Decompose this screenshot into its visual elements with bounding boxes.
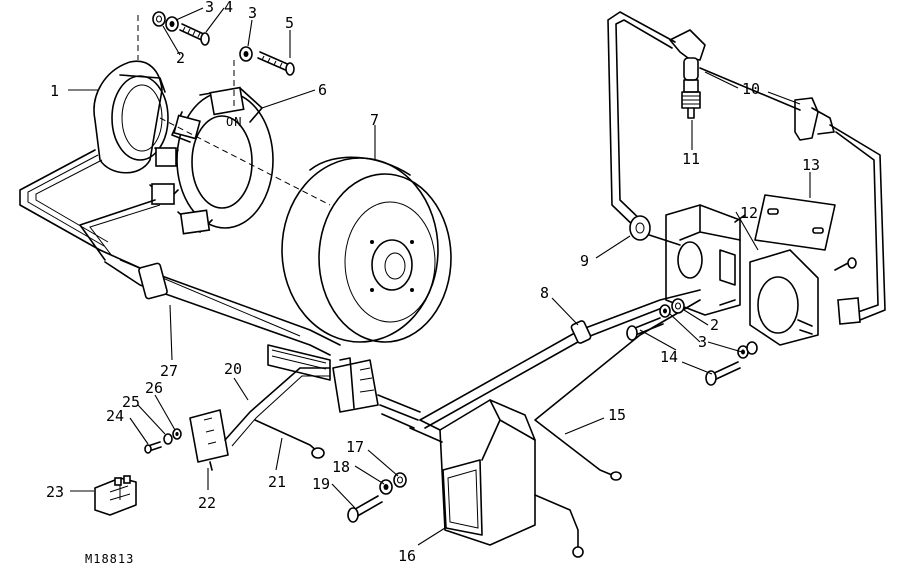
callout-22: 22 <box>198 494 216 512</box>
grommet-right <box>837 297 861 325</box>
callout-27: 27 <box>160 362 178 380</box>
spark-plug-11 <box>681 79 701 119</box>
switch-23 <box>94 475 137 516</box>
callout-12: 12 <box>740 204 758 222</box>
washer-17 <box>393 472 407 488</box>
callout-2: 2 <box>710 316 719 334</box>
screw-24 <box>144 441 162 454</box>
callout-14: 14 <box>660 348 678 366</box>
flywheel <box>281 156 452 343</box>
wire-20 <box>224 367 331 447</box>
leader-lines <box>68 7 811 546</box>
ignition-module-12 <box>749 249 819 346</box>
wire-15 <box>534 299 701 481</box>
callout-21: 21 <box>268 473 286 491</box>
stator-coil-assembly: ON <box>149 86 274 235</box>
screw-19 <box>347 495 383 523</box>
harness-connector <box>332 357 421 429</box>
screw-14b <box>705 361 741 386</box>
callout-10: 10 <box>742 80 760 98</box>
wire-8 <box>419 289 701 429</box>
ignition-coil-12 <box>639 204 746 316</box>
washer-3d <box>737 345 749 359</box>
callout-26: 26 <box>145 379 163 397</box>
callout-8: 8 <box>540 284 549 302</box>
nut-2b <box>671 298 685 314</box>
nut-2c <box>746 341 758 355</box>
svg-text:ON: ON <box>226 115 242 129</box>
screw-4 <box>179 23 210 46</box>
screw-14a <box>626 317 664 341</box>
callout-labels: 1 2 3 4 3 5 6 7 8 9 10 11 12 13 2 3 14 1… <box>46 0 820 565</box>
callout-23: 23 <box>46 483 64 501</box>
wire-harness <box>19 149 341 381</box>
regulator-16 <box>409 399 584 558</box>
callout-17: 17 <box>346 438 364 456</box>
callout-1: 1 <box>50 82 59 100</box>
spark-plug-lead <box>607 11 886 321</box>
callout-15: 15 <box>608 406 626 424</box>
assembly-line <box>159 117 331 206</box>
callout-6: 6 <box>318 81 327 99</box>
callout-9: 9 <box>580 252 589 270</box>
plug-22 <box>189 409 229 471</box>
spark-plug-boot-10 <box>669 29 835 141</box>
grommet-9 <box>629 215 651 241</box>
callout-3: 3 <box>698 333 707 351</box>
callout-25: 25 <box>122 393 140 411</box>
callout-3: 3 <box>248 4 257 22</box>
wire-21 <box>254 419 325 459</box>
callout-19: 19 <box>312 475 330 493</box>
callout-24: 24 <box>106 407 124 425</box>
callout-16: 16 <box>398 547 416 565</box>
callout-11: 11 <box>682 150 700 168</box>
washer-26 <box>172 428 182 440</box>
callout-3: 3 <box>205 0 214 16</box>
figure-code: M18813 <box>85 552 134 566</box>
callout-4: 4 <box>224 0 233 16</box>
stator-plate <box>93 60 169 174</box>
plate-13 <box>754 194 836 251</box>
callout-7: 7 <box>370 111 379 129</box>
callout-13: 13 <box>802 156 820 174</box>
nut-2a <box>152 11 166 27</box>
callout-20: 20 <box>224 360 242 378</box>
screw-5 <box>257 51 295 76</box>
washer-25 <box>163 433 173 445</box>
screw-stub <box>719 299 736 306</box>
nut-small <box>847 257 857 269</box>
washer-3a <box>165 16 179 32</box>
callout-5: 5 <box>285 14 294 32</box>
washer-3b <box>239 46 253 62</box>
callout-18: 18 <box>332 458 350 476</box>
washer-3c <box>659 304 671 318</box>
callout-2: 2 <box>176 49 185 67</box>
